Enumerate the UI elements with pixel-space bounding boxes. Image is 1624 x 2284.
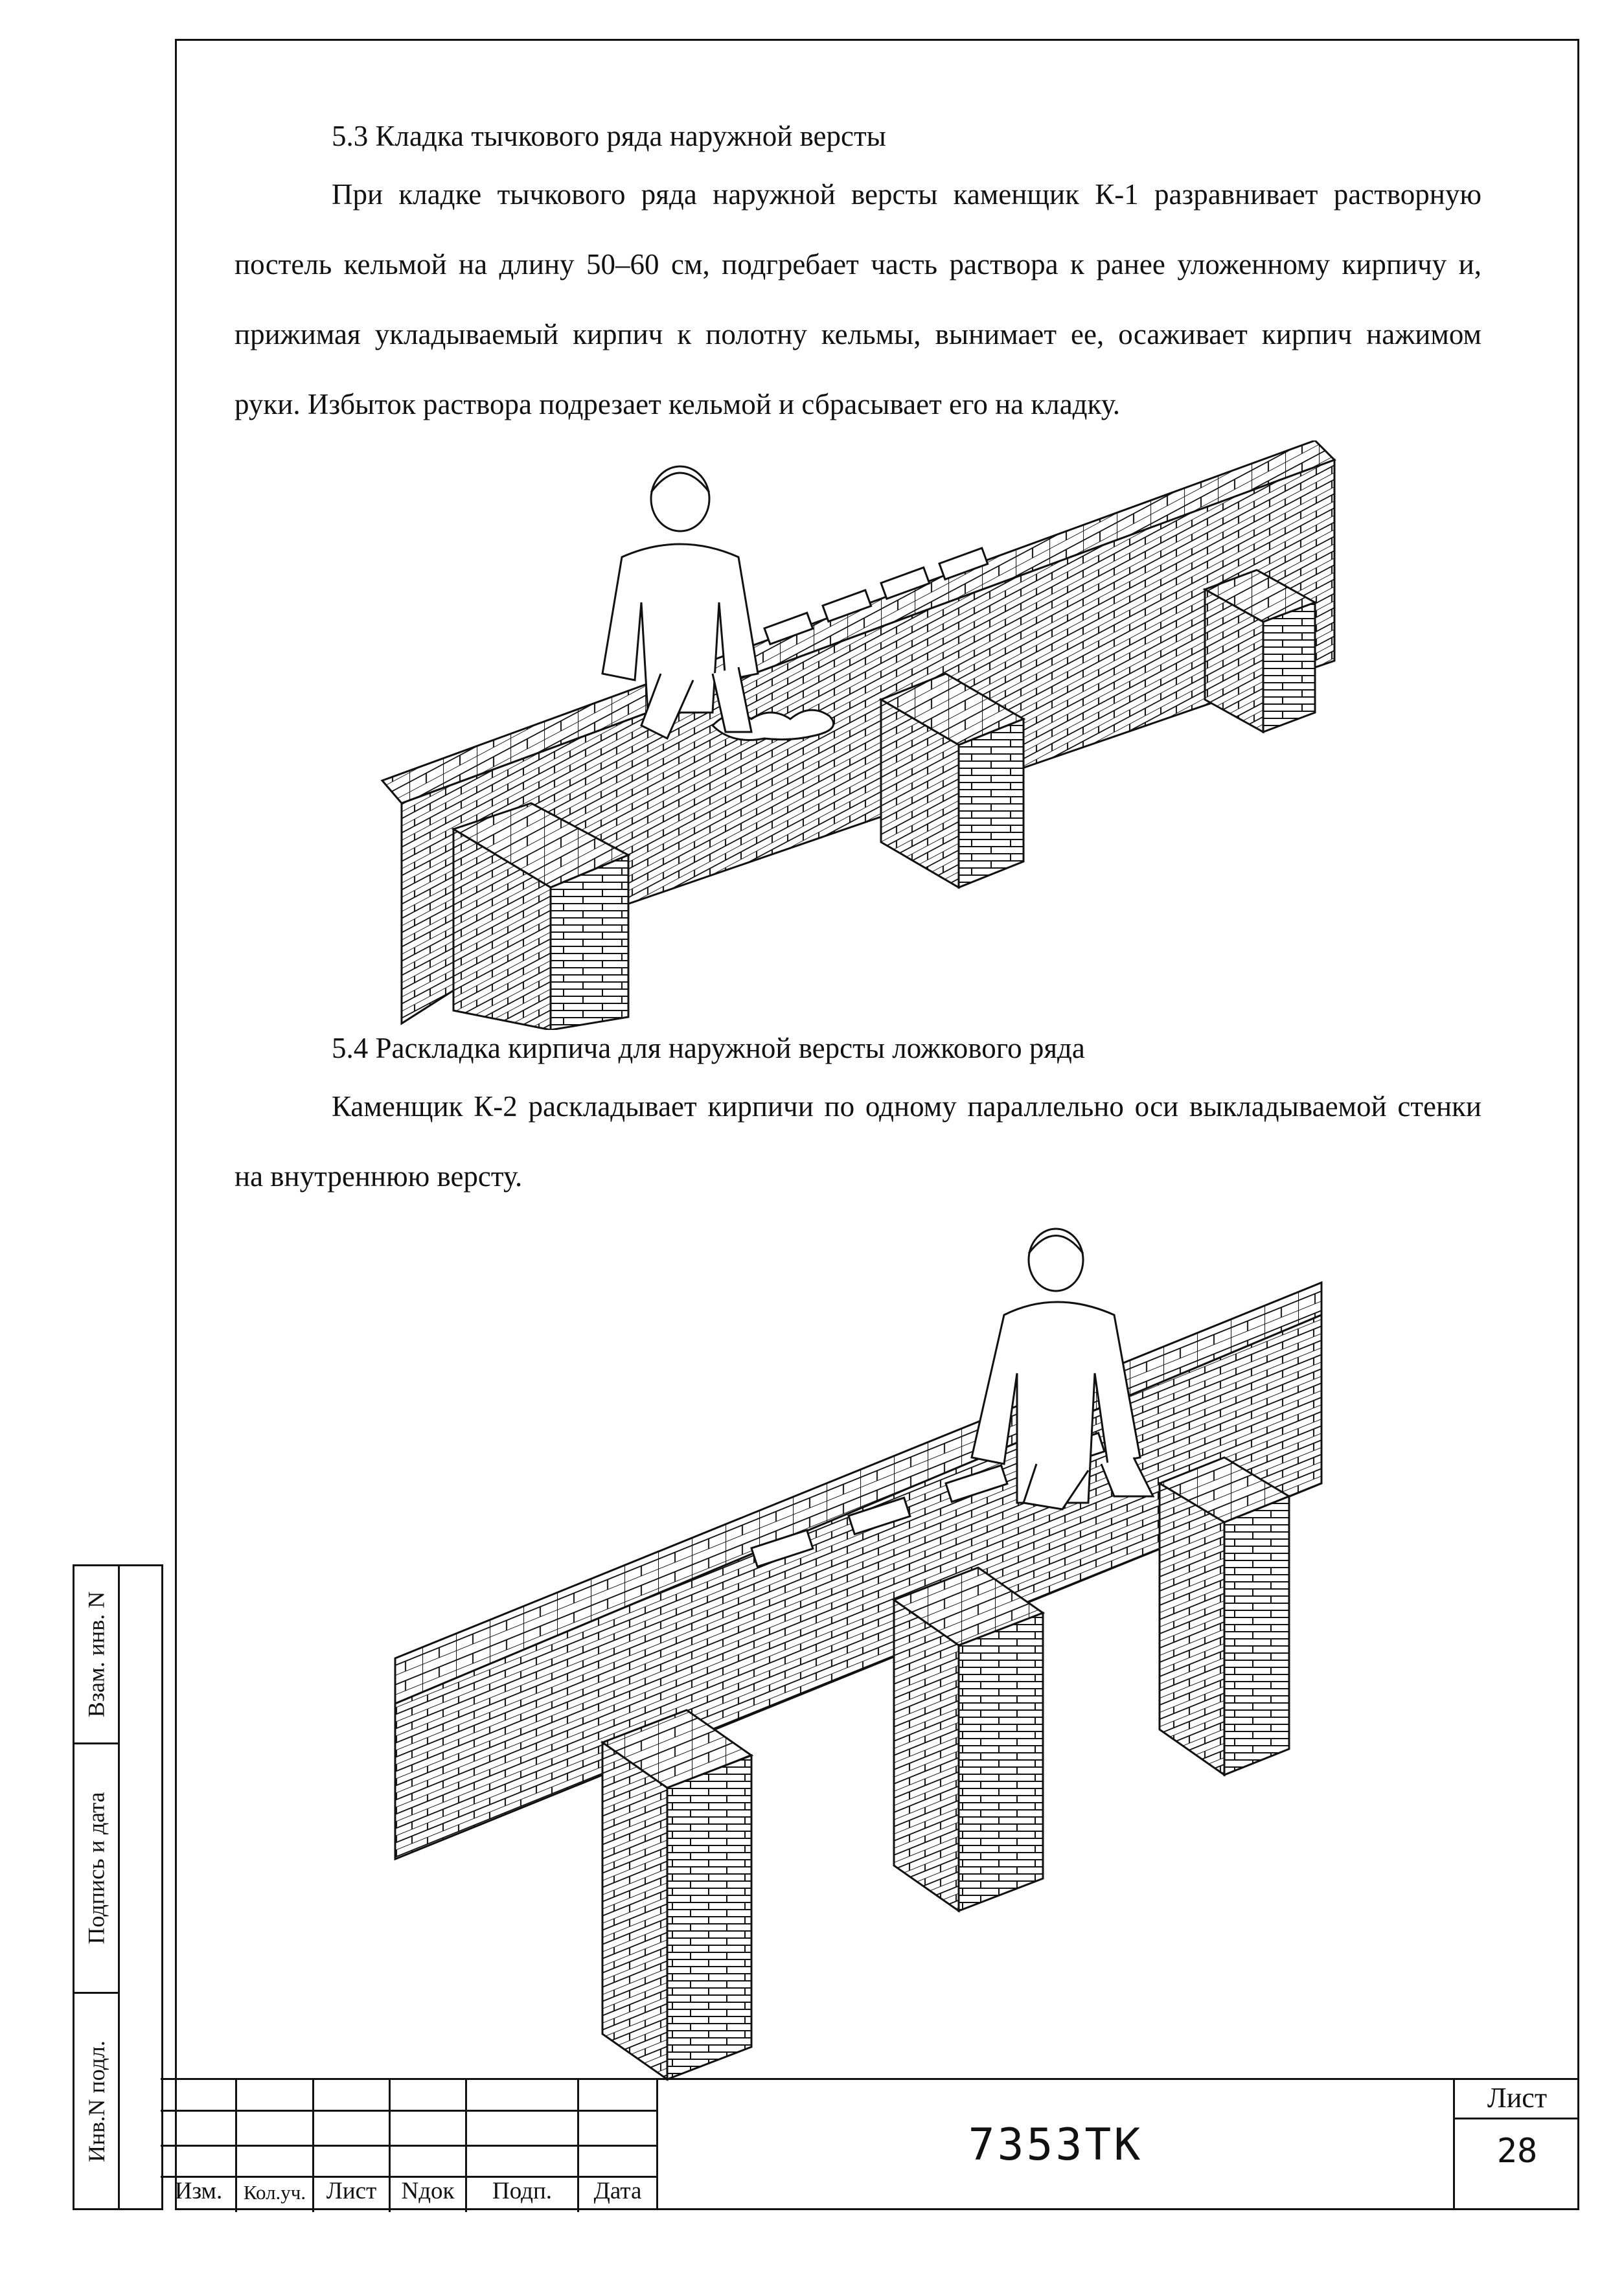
sheet-number: 28 [1496, 2132, 1538, 2171]
col-data: Дата [593, 2178, 642, 2204]
side-cell-podpis: Подпись и дата [74, 1744, 120, 1994]
document-code: 7353ТК [968, 2119, 1143, 2171]
page-frame [175, 39, 1579, 2210]
section-5-3-heading: 5.3 Кладка тычкового ряда наружной верст… [332, 120, 886, 152]
side-cell-inv: Инв.N подл. [74, 1994, 120, 2208]
side-stamp: Взам. инв. N Подпись и дата Инв.N подл. [73, 1564, 163, 2210]
sheet-label: Лист [1487, 2082, 1548, 2114]
worker-figure-1 [601, 465, 759, 740]
worker-figure-2 [970, 1228, 1155, 1511]
bricklayer-illustration-2 [394, 1228, 1323, 2081]
bricklayer-illustration-1 [380, 440, 1336, 1030]
col-izm: Изм. [174, 2178, 223, 2204]
section-5-4-paragraph: Каменщик К-2 раскладывает кирпичи по одн… [234, 1071, 1481, 1211]
col-koluch: Кол.уч. [243, 2181, 306, 2204]
sheet-cell: Лист 28 [1455, 2078, 1579, 2210]
section-5-4-heading: 5.4 Раскладка кирпича для наружной верст… [332, 1032, 1085, 1064]
col-podp: Подп. [492, 2178, 553, 2204]
section-5-4-text: Каменщик К-2 раскладывает кирпичи по одн… [234, 1090, 1481, 1193]
col-ndok: Nдок [401, 2178, 455, 2204]
col-list: Лист [326, 2178, 377, 2204]
document-code-cell: 7353ТК [658, 2078, 1455, 2210]
side-cell-vzam: Взам. инв. N [74, 1566, 120, 1744]
section-5-3-paragraph: При кладке тычкового ряда наружной верст… [234, 159, 1481, 439]
title-block: Изм. Кол.уч. Лист Nдок Подп. Дата 7353ТК… [161, 2078, 1579, 2212]
section-5-3-text: При кладке тычкового ряда наружной верст… [234, 178, 1481, 420]
